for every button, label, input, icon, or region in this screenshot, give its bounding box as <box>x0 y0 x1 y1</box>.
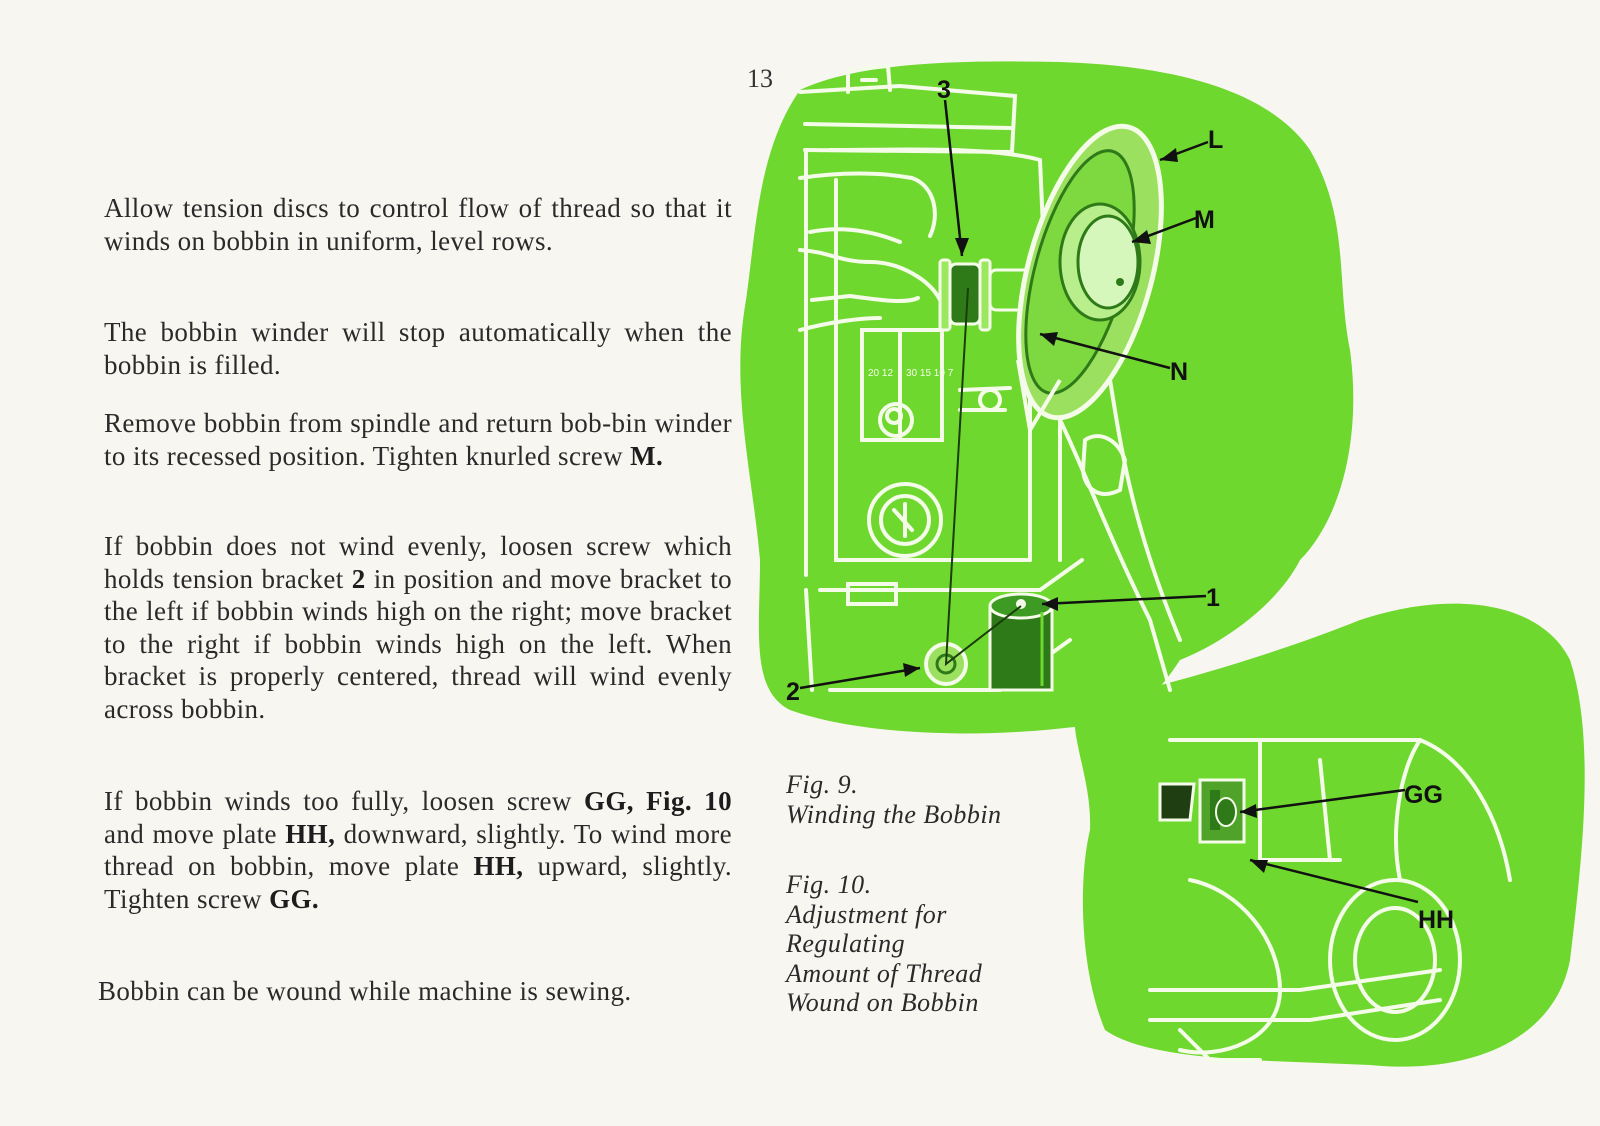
fig10-caption-line: Adjustment for <box>786 899 947 929</box>
fig10-arrowheads <box>1240 804 1268 873</box>
paragraph-wound-while-sewing: Bobbin can be wound while machine is sew… <box>98 976 632 1006</box>
fig10-caption-line: Regulating <box>786 929 906 958</box>
thread-spool <box>988 592 1054 692</box>
fig10-caption: Fig. 10. Adjustment for Regulating Amoun… <box>786 870 982 1018</box>
fig9-caption: Fig. 9. Winding the Bobbin <box>786 770 1002 829</box>
callout-1: 1 <box>1206 584 1220 612</box>
callout-L: L <box>1208 126 1223 154</box>
page-number: 13 <box>747 64 773 93</box>
dial-scale-right: 30 15 10 7 <box>906 368 954 379</box>
callout-2: 2 <box>786 678 800 706</box>
fig10-caption-line: Amount of Thread <box>786 958 983 988</box>
callout-GG: GG <box>1404 781 1443 809</box>
hand-drawing <box>798 171 942 332</box>
fig10-caption-line: Wound on Bobbin <box>786 988 979 1017</box>
fig10-number: Fig. 10. <box>786 870 872 899</box>
fig10-leader-lines <box>1239 788 1419 904</box>
paragraph-wind-evenly: If bobbin does not wind evenly, loosen s… <box>104 531 733 724</box>
fig10-screw-GG <box>1158 782 1237 827</box>
callout-N: N <box>1170 358 1188 386</box>
paragraph-auto-stop: The bobbin winder will stop automaticall… <box>104 317 732 380</box>
fig9-arrowheads <box>903 148 1178 677</box>
fig9-number: Fig. 9. <box>786 770 859 799</box>
callout-3: 3 <box>937 76 951 104</box>
paragraph-winds-too-fully: If bobbin winds too fully, loosen screw … <box>104 786 732 914</box>
callout-HH: HH <box>1418 906 1454 934</box>
thread-line <box>944 287 1022 667</box>
paragraph-tension-discs: Allow tension discs to control flow of t… <box>104 193 732 256</box>
dial-scale-left: 20 12 <box>868 368 893 379</box>
callout-M: M <box>1194 206 1215 234</box>
paragraph-remove-bobbin: Remove bobbin from spindle and return bo… <box>104 408 732 471</box>
fig9-title: Winding the Bobbin <box>786 799 1002 829</box>
fig10-drawing <box>1148 738 1512 1062</box>
bobbin-on-spindle <box>938 258 1032 332</box>
